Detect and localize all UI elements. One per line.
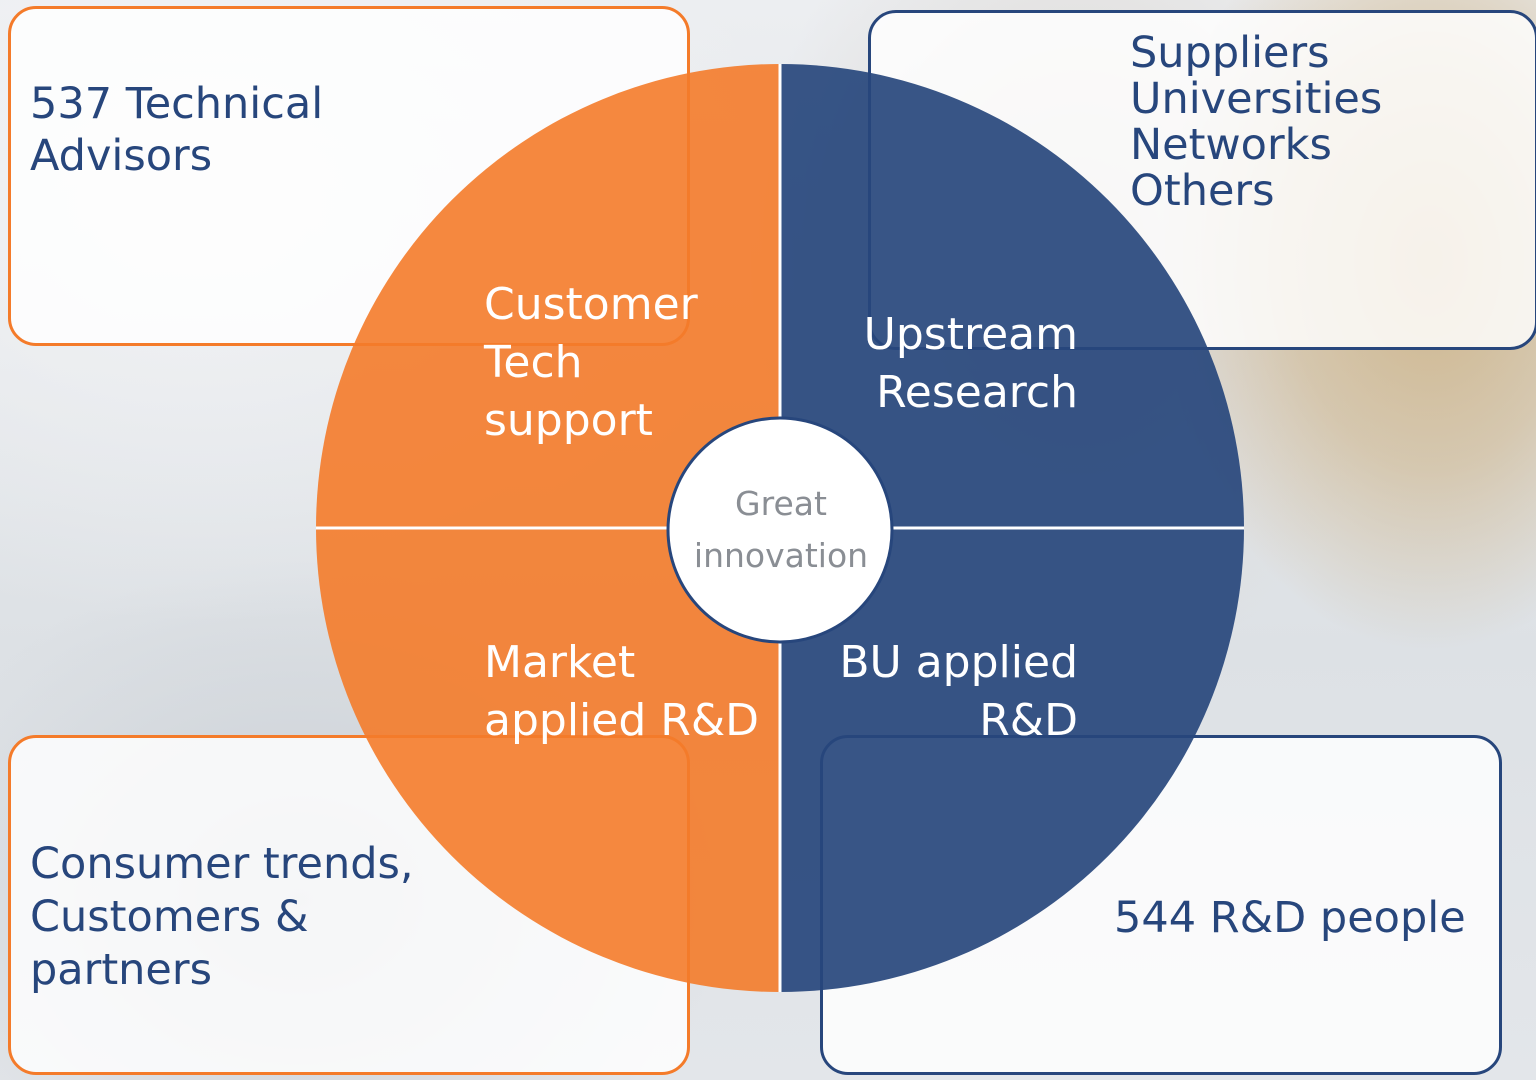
consumer-trends-text: Consumer trends, Customers & partners <box>30 839 414 995</box>
bu-applied-rd-label: BU applied R&D <box>839 637 1078 746</box>
quadrant-bottom-left <box>316 528 780 992</box>
rd-people-text: 544 R&D people <box>1114 893 1466 943</box>
market-applied-rd-label: Market applied R&D <box>484 637 760 746</box>
quadrant-top-left <box>316 64 780 528</box>
great-innovation-label: Great innovation <box>693 484 869 575</box>
center-circle <box>666 416 894 644</box>
quadrant-bottom-right <box>780 528 1244 992</box>
customer-tech-support-label: Customer Tech support <box>484 279 698 446</box>
upstream-research-label: Upstream Research <box>863 309 1078 418</box>
quadrant-top-right <box>780 64 1244 528</box>
technical-advisors-text: 537 Technical Advisors <box>30 79 324 181</box>
external-partners-text: Suppliers Universities Networks Others <box>1130 28 1383 216</box>
